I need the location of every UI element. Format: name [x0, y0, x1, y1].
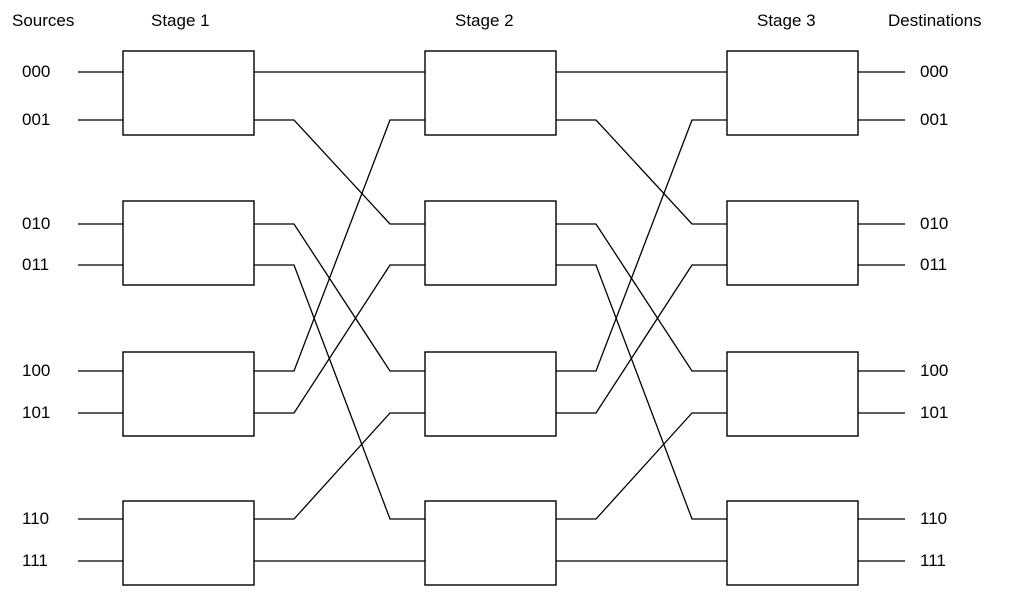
stage2-stage3-wire-1-to-2	[556, 119, 727, 225]
stage1-stage2-wire-2-to-4	[254, 223, 425, 372]
destination-label-0: 000	[920, 62, 949, 81]
destination-label-4: 100	[920, 361, 949, 380]
switch-box-s1-3[interactable]	[122, 500, 255, 586]
switch-box-s1-0[interactable]	[122, 50, 255, 136]
stage1-stage2-wire-3-to-6	[254, 264, 425, 520]
stage1-stage2-wire-1-to-2	[254, 119, 425, 225]
source-label-7: 111	[22, 551, 48, 570]
destination-label-6: 110	[920, 509, 948, 528]
switch-box-s3-0[interactable]	[726, 50, 859, 136]
source-label-3: 011	[22, 255, 50, 274]
switch-box-s2-1[interactable]	[424, 200, 557, 286]
header-sources: Sources	[12, 11, 75, 30]
stage2-stage3-wire-3-to-6	[556, 264, 727, 520]
source-label-2: 010	[22, 214, 51, 233]
stage1-stage2-wire-5-to-3	[254, 264, 425, 414]
source-label-5: 101	[22, 403, 51, 422]
switch-box-s3-3[interactable]	[726, 500, 859, 586]
destination-label-3: 011	[920, 255, 948, 274]
switch-box-s3-2[interactable]	[726, 351, 859, 437]
switch-box-s1-2[interactable]	[122, 351, 255, 437]
switch-box-s1-1[interactable]	[122, 200, 255, 286]
header-stage-3: Stage 3	[757, 11, 816, 30]
source-label-6: 110	[22, 509, 50, 528]
source-label-1: 001	[22, 110, 51, 129]
switch-layer	[122, 50, 859, 586]
switch-box-s3-1[interactable]	[726, 200, 859, 286]
destination-label-2: 010	[920, 214, 949, 233]
link-layer	[78, 71, 905, 562]
switch-box-s2-2[interactable]	[424, 351, 557, 437]
stage1-stage2-wire-6-to-5	[254, 412, 425, 520]
source-label-4: 100	[22, 361, 51, 380]
destination-label-1: 001	[920, 110, 949, 129]
destination-label-5: 101	[920, 403, 949, 422]
switch-box-s2-3[interactable]	[424, 500, 557, 586]
destination-label-7: 111	[920, 551, 946, 570]
switch-box-s2-0[interactable]	[424, 50, 557, 136]
stage2-stage3-wire-6-to-5	[556, 412, 727, 520]
header-stage-2: Stage 2	[455, 11, 514, 30]
stage2-stage3-wire-4-to-1	[556, 119, 727, 372]
header-destinations: Destinations	[888, 11, 982, 30]
stage1-stage2-wire-4-to-1	[254, 119, 425, 372]
header-stage-1: Stage 1	[151, 11, 210, 30]
source-label-0: 000	[22, 62, 51, 81]
stage2-stage3-wire-2-to-4	[556, 223, 727, 372]
stage2-stage3-wire-5-to-3	[556, 264, 727, 414]
